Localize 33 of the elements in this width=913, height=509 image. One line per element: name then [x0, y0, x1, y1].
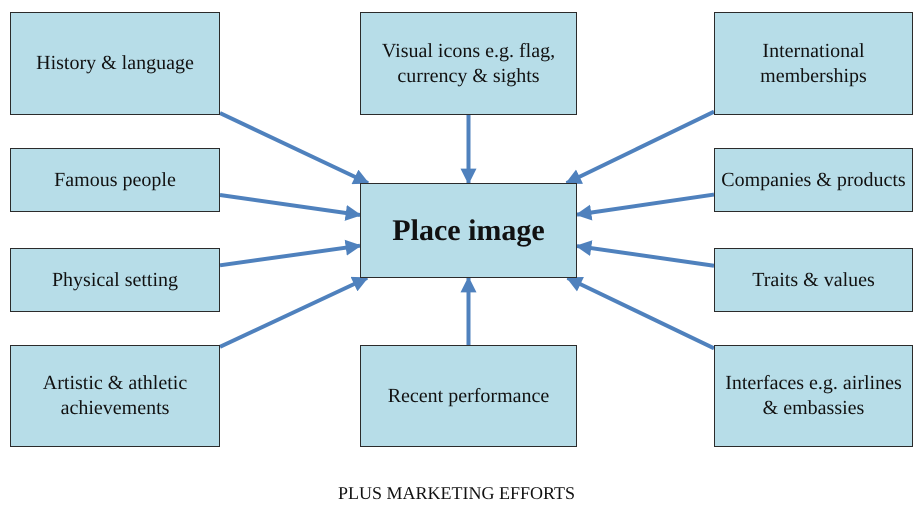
box-label: Artistic & athletic achievements [42, 371, 188, 421]
concept-box [360, 183, 577, 278]
box-label: Interfaces e.g. airlines & embassies [724, 371, 903, 421]
arrow [565, 110, 715, 185]
arrow [219, 111, 370, 185]
box-label: Traits & values [752, 268, 875, 292]
arrow [460, 276, 476, 345]
concept-box [714, 345, 913, 447]
concept-box [360, 345, 577, 447]
concept-box [10, 248, 220, 312]
box-label: History & language [36, 51, 194, 76]
concept-box [714, 148, 913, 212]
caption: PLUS MARKETING EFFORTS [338, 483, 575, 503]
concept-box [714, 248, 913, 312]
concept-box [10, 12, 220, 115]
arrow [220, 193, 362, 221]
box-label: Place image [392, 214, 545, 248]
arrow [566, 276, 715, 350]
box-label: International memberships [759, 38, 868, 88]
concept-box [714, 12, 913, 115]
box-label: Physical setting [52, 268, 178, 292]
box-label: Visual icons e.g. flag, currency & sights [380, 38, 556, 88]
concept-box [10, 148, 220, 212]
arrow [575, 192, 714, 220]
concept-box [360, 12, 577, 115]
arrow [460, 115, 476, 185]
arrow [219, 276, 368, 349]
concept-box [10, 345, 220, 447]
box-label: Companies & products [721, 168, 906, 192]
box-label: Famous people [54, 168, 176, 192]
arrow [220, 240, 362, 268]
box-label: Recent performance [388, 384, 550, 408]
arrow [575, 240, 714, 268]
